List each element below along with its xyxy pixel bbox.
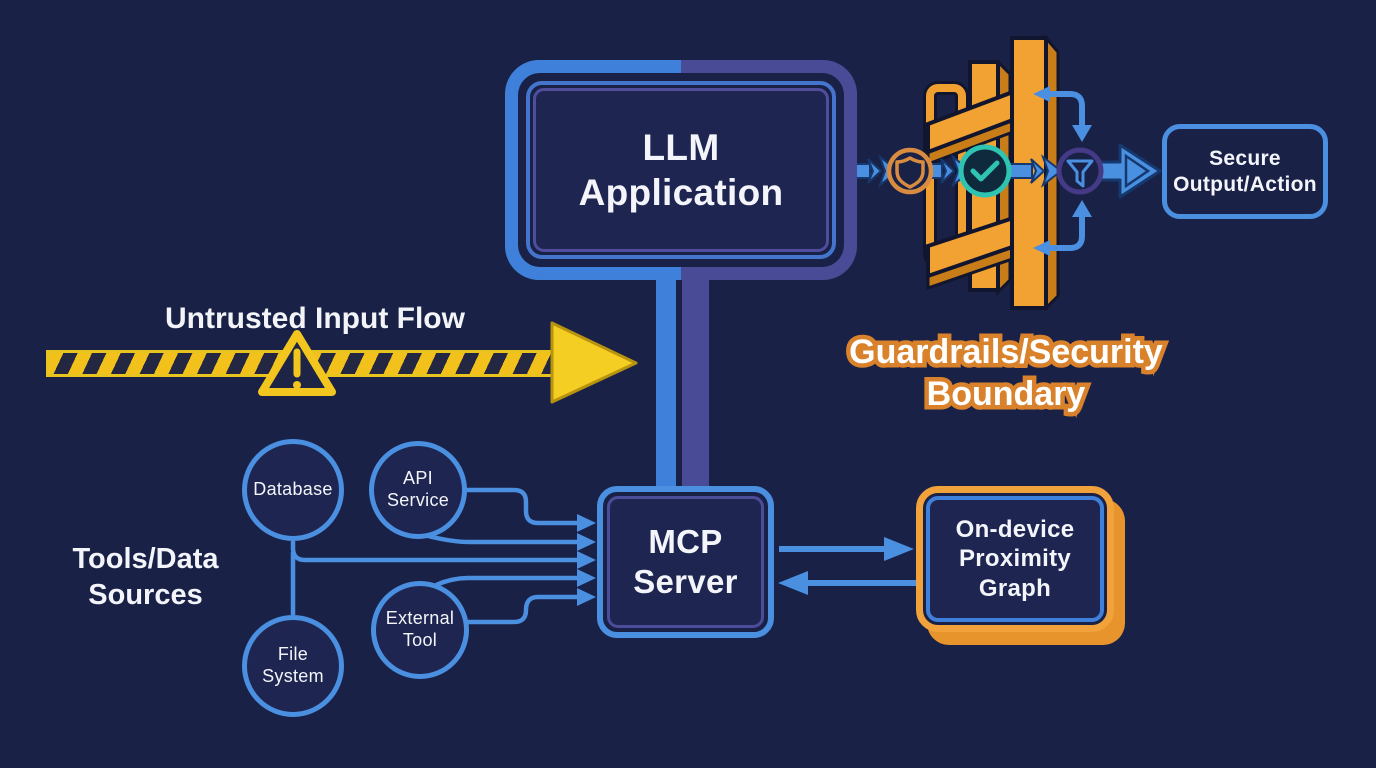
- file-system-label: File System: [247, 620, 339, 712]
- llm-application-gap: LLM Application: [518, 73, 844, 267]
- api-service-node: API Service: [369, 441, 467, 539]
- prox-line-2: Proximity: [958, 545, 1072, 573]
- external-tool-label: External Tool: [376, 586, 464, 674]
- prox-line-3: Graph: [978, 574, 1052, 602]
- external-tool-node: External Tool: [371, 581, 469, 679]
- secure-output-label: Secure Output/Action: [1167, 129, 1323, 214]
- fs-line-1: File: [277, 644, 309, 665]
- proximity-graph-label: On-device Proximity Graph: [926, 496, 1104, 622]
- guardrails-boundary-label: Guardrails/Security Boundary Guardrails/…: [805, 328, 1207, 423]
- mcp-proximity-arrows: [778, 537, 916, 595]
- secure-output-arrow: [1096, 143, 1162, 199]
- pipe-purple: [682, 266, 709, 492]
- llm-application-ring: LLM Application: [526, 81, 836, 259]
- filter-icon: [1056, 147, 1104, 195]
- secure-line-2: Output/Action: [1173, 172, 1317, 196]
- proximity-graph-node: On-device Proximity Graph: [916, 486, 1114, 632]
- api-line-2: Service: [386, 490, 450, 510]
- pipe-blue: [656, 266, 676, 492]
- mcp-line-1: MCP: [648, 522, 723, 560]
- guard-back-line-1: Guardrails/Security: [845, 328, 1168, 375]
- api-service-label: API Service: [374, 446, 462, 534]
- llm-application-node: LLM Application: [505, 60, 857, 280]
- guard-back-line-2: Boundary: [922, 371, 1090, 418]
- secure-output-node: Secure Output/Action: [1162, 124, 1328, 219]
- mcp-line-2: Server: [633, 563, 738, 600]
- llm-application-label: LLM Application: [533, 88, 829, 252]
- secure-line-1: Secure: [1209, 146, 1281, 170]
- tools-data-sources-label: Tools/Data Sources: [38, 541, 253, 614]
- database-line-1: Database: [253, 479, 333, 500]
- funnel-curved-arrows: [1033, 86, 1092, 256]
- warning-icon: [258, 330, 336, 396]
- guard-line-1: Guardrails/Security: [849, 333, 1163, 371]
- check-icon: [958, 144, 1012, 198]
- database-label: Database: [247, 444, 339, 536]
- untrusted-input-label: Untrusted Input Flow: [150, 302, 480, 336]
- ext-line-2: Tool: [402, 630, 438, 650]
- untrusted-input-text: Untrusted Input Flow: [165, 302, 465, 335]
- api-line-1: API: [403, 468, 433, 489]
- guardrails-text: Guardrails/Security Boundary: [805, 331, 1207, 415]
- mcp-input-arrowheads: [577, 514, 596, 606]
- shield-icon: [886, 147, 934, 195]
- file-system-node: File System: [242, 615, 344, 717]
- guardrails-text-outline: Guardrails/Security Boundary: [805, 328, 1207, 418]
- fs-line-2: System: [262, 666, 324, 686]
- tools-line-1: Tools/Data: [72, 543, 219, 575]
- mcp-server-node: MCP Server: [597, 486, 774, 638]
- prox-line-1: On-device: [955, 516, 1075, 544]
- llm-line-2: Application: [578, 172, 784, 213]
- llm-line-1: LLM: [642, 126, 720, 168]
- guard-line-2: Boundary: [926, 375, 1086, 414]
- mcp-input-lines: [290, 487, 578, 625]
- database-node: Database: [242, 439, 344, 541]
- mcp-server-label: MCP Server: [607, 496, 764, 628]
- ext-line-1: External: [385, 608, 455, 629]
- tools-line-2: Sources: [88, 579, 203, 612]
- untrusted-arrowhead: [550, 321, 638, 404]
